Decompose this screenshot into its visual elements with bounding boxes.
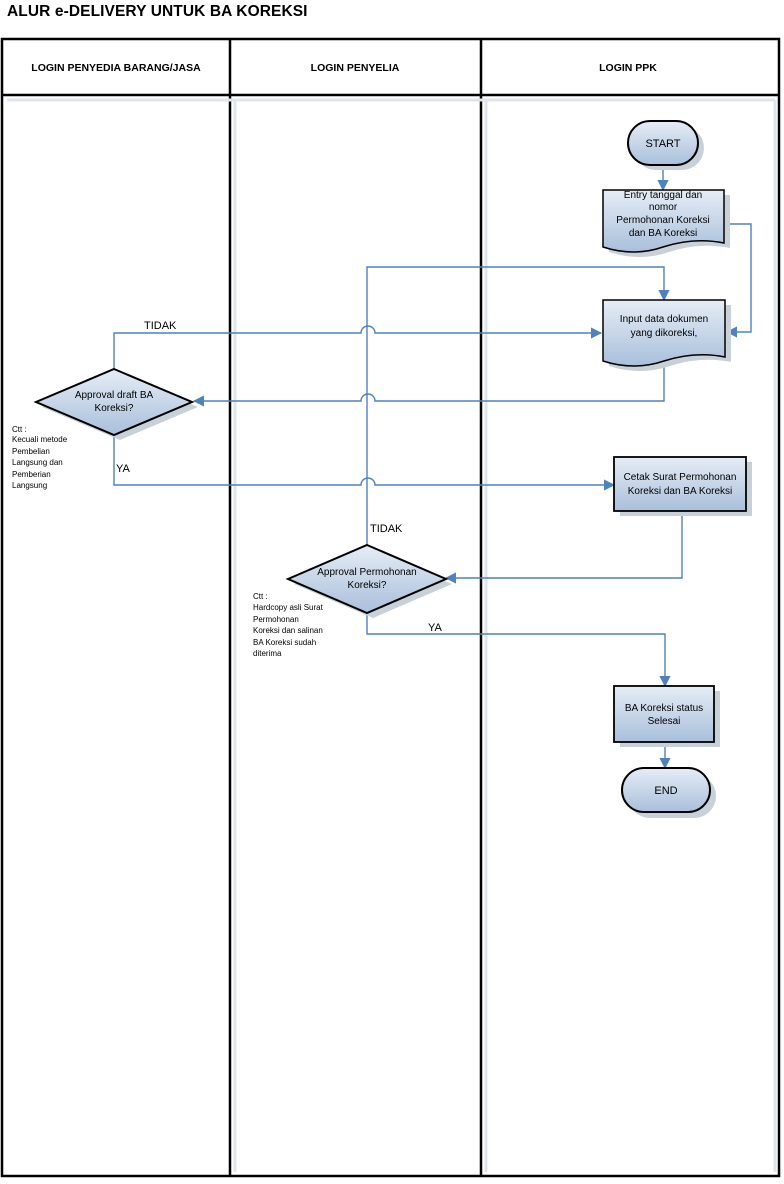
note-1-line-3: Pembelian: [12, 447, 50, 456]
note-1-line-4: Langsung dan: [12, 458, 63, 467]
swimlane-frame: [0, 37, 781, 1178]
ba-selesai-process: BA Koreksi status Selesai: [613, 685, 720, 747]
edge-label-ya-draft: YA: [116, 463, 131, 475]
entry-label-line-2: nomor: [649, 202, 678, 213]
note-1-line-1: Ctt :: [12, 425, 27, 434]
note-2-line-1: Ctt :: [253, 592, 268, 601]
end-terminator: END: [621, 767, 716, 818]
entry-label-line-3: Permohonan Koreksi: [616, 215, 709, 226]
cetak-process: Cetak Surat Permohonan Koreksi dan BA Ko…: [613, 456, 752, 516]
entry-label-line-1: Entry tanggal dan: [624, 190, 702, 201]
lane-header-penyedia: LOGIN PENYEDIA BARANG/JASA: [31, 62, 201, 74]
input-label-line-1: Input data dokumen: [620, 314, 708, 325]
note-penyedia: Ctt : Kecuali metode Pembelian Langsung …: [12, 425, 68, 490]
note-penyelia: Ctt : Hardcopy asli Surat Permohonan Kor…: [253, 592, 324, 658]
connectors: [113, 166, 752, 770]
note-1-line-5: Pemberian: [12, 470, 51, 479]
connector-tidak-draft-input: [113, 325, 603, 369]
connector-tidak-permohonan-input: [366, 266, 670, 545]
lane-header-penyelia: LOGIN PENYELIA: [311, 62, 400, 74]
start-terminator: START: [627, 120, 704, 170]
entry-label-line-4: dan BA Koreksi: [629, 228, 697, 239]
note-1-line-2: Kecuali metode: [12, 435, 68, 444]
note-2-line-4: Koreksi dan salinan: [253, 626, 323, 635]
input-document-shape: Input data dokumen yang dikoreksi,: [602, 299, 731, 371]
approval-draft-label-line-2: Koreksi?: [95, 403, 134, 414]
note-2-line-5: BA Koreksi sudah: [253, 638, 316, 647]
lane-shading: [7, 98, 777, 1172]
lane-header-ppk: LOGIN PPK: [599, 62, 657, 74]
connector-entry-input: [725, 223, 752, 338]
edge-label-tidak-draft: TIDAK: [144, 320, 177, 332]
note-2-line-2: Hardcopy asli Surat: [253, 603, 324, 612]
end-label: END: [654, 785, 677, 797]
approval-draft-decision: Approval draft BA Koreksi?: [33, 367, 198, 440]
page-title: ALUR e-DELIVERY UNTUK BA KOREKSI: [7, 3, 308, 20]
note-2-line-6: diterima: [253, 649, 282, 658]
approval-permohonan-decision: Approval Permohonan Koreksi?: [285, 543, 452, 618]
approval-draft-label-line-1: Approval draft BA: [75, 390, 154, 401]
approval-permohonan-label-line-2: Koreksi?: [348, 580, 387, 591]
input-label-line-2: yang dikoreksi,: [631, 328, 698, 339]
edge-label-ya-permohonan: YA: [428, 622, 443, 634]
cetak-label-line-1: Cetak Surat Permohonan: [624, 472, 737, 483]
entry-document-shape: Entry tanggal dan nomor Permohonan Korek…: [602, 189, 730, 257]
note-1-line-6: Langsung: [12, 481, 47, 490]
cetak-label-line-2: Koreksi dan BA Koreksi: [628, 486, 733, 497]
note-2-line-3: Permohonan: [253, 615, 299, 624]
approval-permohonan-label-line-1: Approval Permohonan: [317, 567, 417, 578]
ba-selesai-label-line-2: Selesai: [648, 716, 681, 727]
connector-ya-draft-cetak: [113, 435, 616, 491]
connector-ya-permohonan-selesai: [366, 612, 671, 688]
connector-input-approval-draft: [192, 363, 665, 407]
edge-label-tidak-permohonan: TIDAK: [370, 523, 403, 535]
start-label: START: [645, 138, 680, 150]
ba-selesai-label-line-1: BA Koreksi status: [625, 703, 703, 714]
connector-cetak-approval-permohonan: [444, 513, 683, 584]
